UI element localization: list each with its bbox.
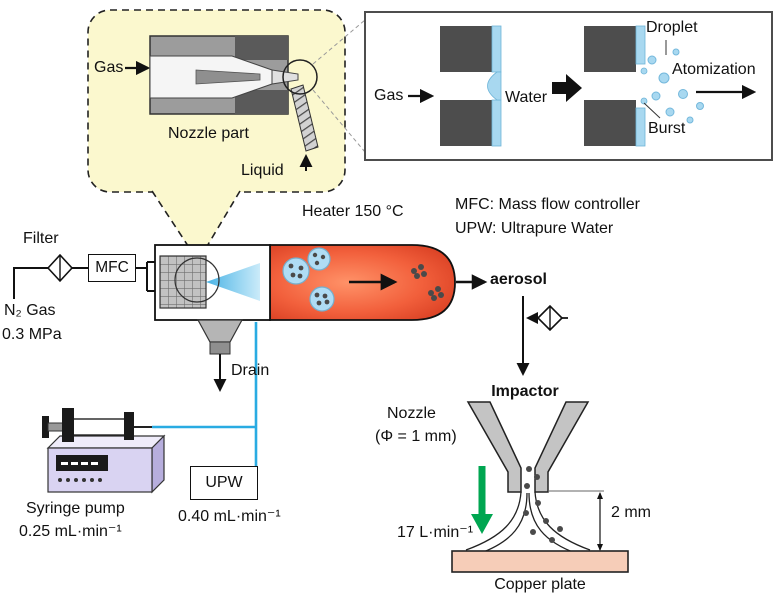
dry-particles	[411, 264, 444, 301]
impactor-wall-left	[466, 401, 522, 493]
aerosol-label: aerosol	[490, 271, 547, 288]
gap-label: 2 mm	[611, 504, 651, 521]
gas-label-inset: Gas	[374, 87, 404, 104]
drain-line	[196, 319, 244, 392]
aerosol-outlet	[516, 296, 568, 376]
pump-buttons	[58, 478, 102, 482]
burst-label: Burst	[648, 120, 686, 137]
nozzle-cross-section-burst	[584, 25, 648, 147]
spray-cone	[206, 263, 260, 301]
mfc-box: MFC	[88, 254, 136, 282]
legend-mfc: MFC: Mass flow controller	[455, 196, 640, 213]
liquid-feed-tube	[290, 84, 319, 152]
legend-upw: UPW: Ultrapure Water	[455, 220, 614, 237]
droplet-label: Droplet	[646, 19, 698, 36]
copper-plate	[451, 550, 629, 573]
transition-arrow	[552, 74, 582, 102]
filter-label: Filter	[23, 230, 59, 247]
syringe-rate-label: 0.25 mL·min⁻¹	[19, 523, 122, 540]
impactor-drawing	[451, 401, 629, 573]
upw-box: UPW	[190, 466, 258, 500]
droplets-in-heater	[282, 247, 335, 312]
syringe-pump-label: Syringe pump	[26, 500, 125, 517]
nozzle-part-drawing	[125, 35, 319, 171]
water-meniscus	[487, 71, 502, 101]
pressure-label: 0.3 MPa	[2, 326, 62, 343]
syringe-pump-drawing	[42, 408, 166, 494]
impactor-label: Impactor	[491, 383, 559, 400]
n2-gas-label: N₂ Gas	[4, 302, 56, 319]
droplet-dots	[647, 48, 704, 124]
syringe-barrel	[65, 418, 131, 436]
atomization-label: Atomization	[672, 61, 756, 78]
upw-rate-label: 0.40 mL·min⁻¹	[178, 508, 281, 525]
makeup-air-arrowhead	[526, 312, 538, 324]
impacted-particles	[523, 466, 563, 543]
burst-pointer	[643, 102, 661, 119]
liquid-label: Liquid	[241, 162, 284, 179]
water-label: Water	[505, 89, 548, 106]
impactor-wall-right	[534, 401, 590, 493]
nozzle-cross-section-intact	[440, 25, 502, 147]
nozzle-label: Nozzle	[387, 405, 436, 422]
gas-label-callout: Gas	[94, 59, 124, 76]
drain-label: Drain	[231, 362, 270, 379]
heater-label: Heater 150 °C	[302, 203, 404, 220]
impactor-flow-rate-label: 17 L·min⁻¹	[397, 524, 474, 541]
nozzle-diameter-label: (Φ = 1 mm)	[375, 428, 457, 445]
nozzle-part-label: Nozzle part	[168, 125, 249, 142]
nozzle-highlight-circle	[174, 257, 220, 303]
atomizer-chamber	[154, 244, 488, 321]
atomizer-nozzle-block	[159, 255, 207, 309]
copper-plate-label: Copper plate	[494, 576, 586, 593]
gas-supply-line	[13, 253, 162, 299]
inset-magnified-view	[364, 11, 773, 161]
liquid-lines	[152, 322, 258, 466]
magnifier-circle	[282, 59, 318, 95]
